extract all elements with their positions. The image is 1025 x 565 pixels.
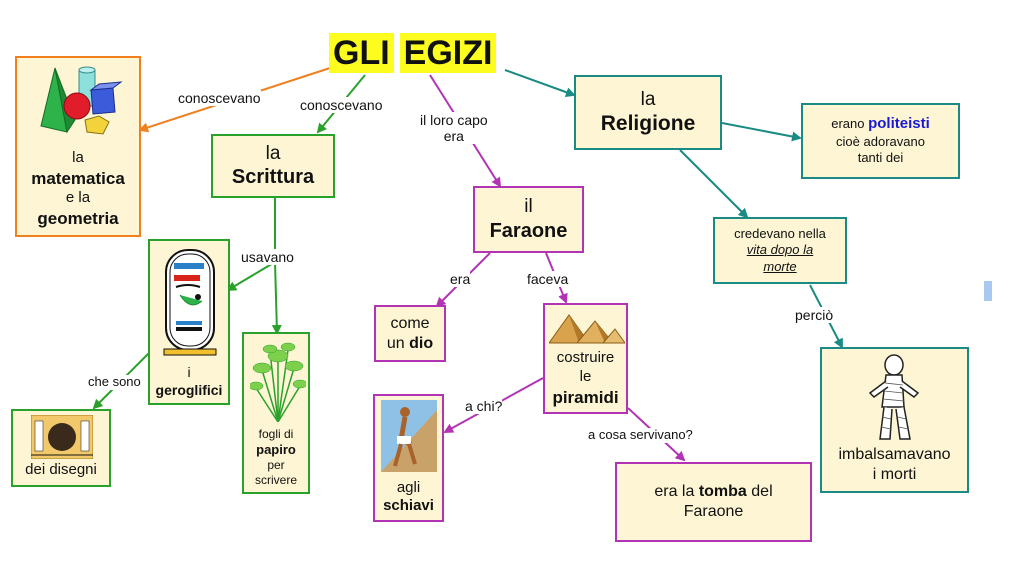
label-era: era [450,271,471,288]
vita-line3: morte [763,258,797,274]
schiavi-line1: agli [396,478,421,496]
node-religione: la Religione [574,75,722,150]
disegni-line1: dei disegni [25,461,97,479]
vita-line1: credevano nella [734,226,826,242]
title-word-gli: GLI [329,33,394,73]
matematica-line1: la [72,149,84,166]
node-dio: come un dio [374,305,446,362]
label-usavano: usavano [241,249,294,266]
egyptian-drawing-icon [31,415,93,459]
mummy-icon [868,354,920,440]
label-faceva: faceva [527,271,569,288]
slave-worker-icon [381,400,437,472]
label-conoscevano-1: conoscevano [178,90,261,107]
faraone-line1: il [524,196,533,218]
tomba-line2: Faraone [683,503,744,520]
node-papiro: fogli di papiro per scrivere [242,332,310,494]
politeisti-line1-b: politeisti [868,115,930,133]
geroglifici-line1: i [187,364,191,380]
node-matematica: la matematica e la geometria [15,56,141,237]
scrittura-line2: Scrittura [231,166,315,189]
title-word-egizi: EGIZI [399,33,497,73]
papiro-line1: fogli di [258,426,294,441]
tomba-line1: era la tomba del [654,482,772,502]
scrittura-line1: la [265,142,281,164]
node-faraone: il Faraone [473,186,584,253]
node-scrittura: la Scrittura [211,134,335,198]
tomba-line1-b: tomba [698,483,747,500]
label-percio: perciò [795,307,834,324]
matematica-line2: matematica [31,168,125,188]
side-marker [984,281,992,301]
link-scrittura-geroglifici [226,198,276,292]
label-che-sono: che sono [88,374,141,390]
politeisti-line1-a: erano [831,116,869,132]
tomba-line1-a: era la [654,483,699,500]
label-il-loro-capo: il loro capo era [420,112,488,145]
papiro-line3: per [267,458,285,472]
node-vita-dopo-la-morte: credevano nella vita dopo la morte [713,217,847,284]
dio-line2-b: dio [409,334,434,352]
node-politeisti: erano politeisti cioè adoravano tanti de… [801,103,960,179]
link-religione-politeisti [721,122,802,142]
node-geroglifici: i geroglifici [148,239,230,405]
tomba-line1-c: del [746,483,773,500]
node-piramidi: costruire le piramidi [543,303,628,414]
geroglifici-line2: geroglifici [155,381,223,398]
cartouche-icon [163,249,217,356]
label-il-loro-capo-line1: il loro capo [420,112,488,128]
label-a-chi: a chi? [465,398,503,415]
religione-line1: la [640,88,656,110]
papiro-line4: scrivere [254,473,297,487]
link-title-religione [504,69,576,97]
geometric-solids-icon [40,66,123,135]
piramidi-line1: costruire [556,349,615,367]
node-disegni: dei disegni [11,409,111,487]
piramidi-line3: piramidi [552,387,619,407]
piramidi-line2: le [579,368,592,385]
label-il-loro-capo-line2: era [443,128,464,145]
label-conoscevano-2: conoscevano [300,97,383,114]
politeisti-line2: cioè adoravano [836,134,925,150]
politeisti-line3: tanti dei [857,150,904,166]
matematica-line3: e la [65,189,91,206]
dio-line2: un dio [387,334,433,354]
link-religione-vita [679,149,749,219]
dio-line2-a: un [386,334,410,352]
politeisti-line1: erano politeisti [831,115,930,134]
schiavi-line2: schiavi [383,497,434,515]
pyramids-icon [549,314,625,344]
diagram-title: GLI EGIZI [329,33,497,73]
religione-line2: Religione [600,112,696,136]
label-a-cosa-servivano: a cosa servivano? [588,427,693,443]
imbalsamavano-line1: imbalsamavano [838,446,951,463]
node-tomba: era la tomba del Faraone [615,462,812,542]
faraone-line2: Faraone [489,219,568,242]
link-scrittura-papiro [271,261,282,335]
node-imbalsamavano: imbalsamavano i morti [820,347,969,493]
matematica-line4: geometria [37,208,119,228]
papiro-line2: papiro [256,441,296,457]
node-schiavi: agli schiavi [373,394,444,522]
imbalsamavano-line2: i morti [872,466,917,483]
papyrus-plant-icon [250,342,306,422]
dio-line1: come [390,314,430,332]
vita-line2: vita dopo la [746,242,814,258]
